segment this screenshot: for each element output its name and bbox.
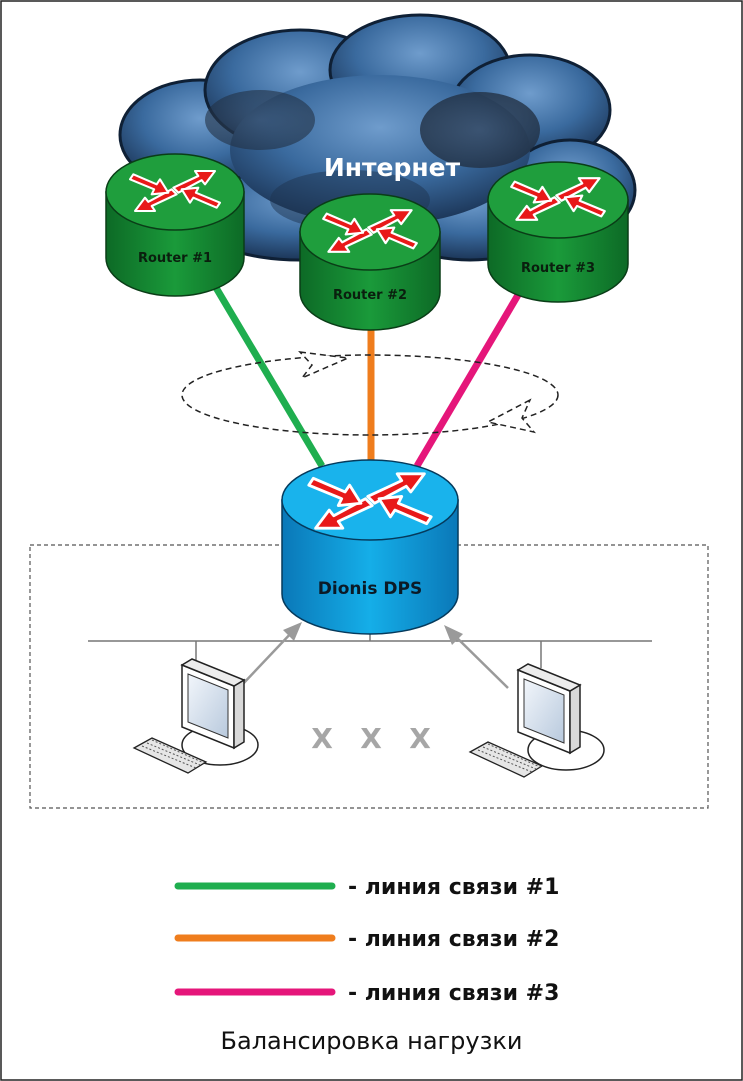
rotation-indicator [181, 351, 559, 436]
separator-x-2: X [360, 722, 382, 755]
router-3-label: Router #3 [521, 261, 595, 276]
cloud-label: Интернет [324, 153, 461, 182]
link-3-line [413, 293, 522, 468]
keyboard-right [468, 741, 544, 778]
traffic-arrows [239, 622, 509, 689]
legend-label-1: - линия связи #1 [348, 875, 559, 900]
separator-x-1: X [311, 722, 333, 755]
keyboard-left [132, 737, 208, 774]
router-3: Router #3 [487, 161, 629, 303]
router-2: Router #2 [299, 193, 441, 331]
legend-label-2: - линия связи #2 [348, 927, 559, 952]
router-2-label: Router #2 [333, 288, 407, 303]
router-1-label: Router #1 [138, 251, 212, 266]
workstation-right [468, 663, 605, 778]
legend: - линия связи #1 - линия связи #2 - лини… [174, 875, 559, 1006]
separator-x-3: X [409, 722, 431, 755]
link-1-line [211, 284, 326, 468]
dionis-dps: Dionis DPS [281, 459, 459, 635]
dps-label: Dionis DPS [318, 579, 422, 599]
diagram-caption: Балансировка нагрузки [220, 1027, 523, 1055]
legend-label-3: - линия связи #3 [348, 981, 559, 1006]
workstation-left [132, 658, 259, 774]
router-1: Router #1 [105, 153, 245, 297]
